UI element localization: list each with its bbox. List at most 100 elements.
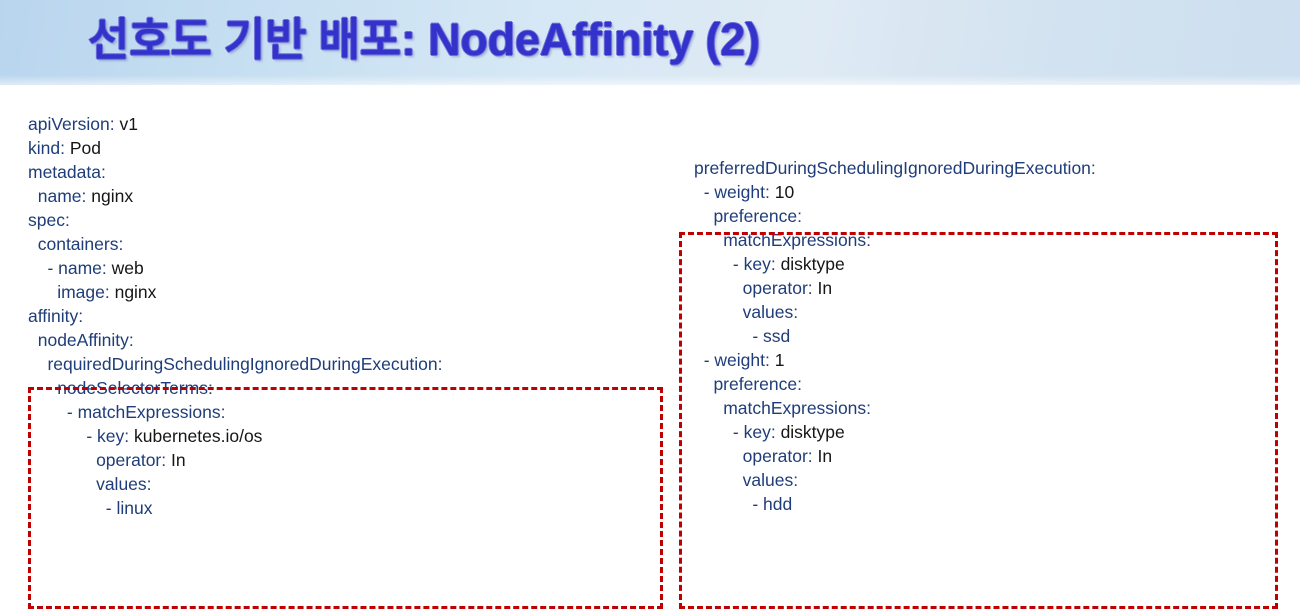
yaml-key: - key: bbox=[732, 254, 776, 274]
code-line: requiredDuringSchedulingIgnoredDuringExe… bbox=[28, 352, 442, 376]
code-indent bbox=[694, 254, 733, 274]
yaml-value: In bbox=[166, 450, 186, 470]
code-line: nodeAffinity: bbox=[28, 328, 442, 352]
yaml-key: - key: bbox=[86, 426, 130, 446]
code-indent bbox=[28, 474, 96, 494]
yaml-value: disktype bbox=[775, 254, 845, 274]
yaml-key: operator: bbox=[96, 450, 167, 470]
code-line: - name: web bbox=[28, 256, 442, 280]
code-line: matchExpressions: bbox=[694, 396, 1096, 420]
yaml-key: kind: bbox=[28, 138, 65, 158]
yaml-key: preferredDuringSchedulingIgnoredDuringEx… bbox=[694, 158, 1096, 178]
code-indent bbox=[28, 330, 38, 350]
code-indent bbox=[694, 230, 723, 250]
code-line: operator: In bbox=[694, 276, 1096, 300]
code-line: preferredDuringSchedulingIgnoredDuringEx… bbox=[694, 156, 1096, 180]
code-line: values: bbox=[28, 472, 442, 496]
code-line: operator: In bbox=[694, 444, 1096, 468]
code-line: name: nginx bbox=[28, 184, 442, 208]
code-line: metadata: bbox=[28, 160, 442, 184]
code-indent bbox=[28, 426, 86, 446]
code-indent bbox=[694, 422, 733, 442]
code-line: - matchExpressions: bbox=[28, 400, 442, 424]
code-line: - key: disktype bbox=[694, 420, 1096, 444]
code-line: - weight: 1 bbox=[694, 348, 1096, 372]
code-indent bbox=[694, 374, 713, 394]
yaml-key: - ssd bbox=[752, 326, 791, 346]
yaml-key: nodeAffinity: bbox=[37, 330, 134, 350]
code-line: spec: bbox=[28, 208, 442, 232]
yaml-key: containers: bbox=[37, 234, 124, 254]
code-line: - linux bbox=[28, 496, 442, 520]
code-line: preference: bbox=[694, 372, 1096, 396]
yaml-key: preference: bbox=[713, 206, 802, 226]
yaml-key: - hdd bbox=[752, 494, 793, 514]
yaml-key: apiVersion: bbox=[28, 114, 115, 134]
yaml-key: values: bbox=[742, 470, 799, 490]
code-line: - hdd bbox=[694, 492, 1096, 516]
yaml-key: metadata: bbox=[28, 162, 106, 182]
code-line: preference: bbox=[694, 204, 1096, 228]
yaml-key: - matchExpressions: bbox=[66, 402, 226, 422]
yaml-key: operator: bbox=[742, 446, 813, 466]
code-line: apiVersion: v1 bbox=[28, 112, 442, 136]
code-indent bbox=[28, 378, 57, 398]
yaml-key: image: bbox=[57, 282, 110, 302]
code-line: matchExpressions: bbox=[694, 228, 1096, 252]
code-indent bbox=[28, 186, 38, 206]
yaml-value: web bbox=[106, 258, 144, 278]
code-indent bbox=[28, 354, 47, 374]
code-indent bbox=[694, 494, 752, 514]
yaml-value: In bbox=[812, 446, 833, 466]
code-indent bbox=[694, 398, 723, 418]
code-line: operator: In bbox=[28, 448, 442, 472]
slide-header-band: 선호도 기반 배포: NodeAffinity (2) bbox=[0, 0, 1300, 85]
yaml-key: requiredDuringSchedulingIgnoredDuringExe… bbox=[47, 354, 443, 374]
yaml-key: - weight: bbox=[703, 350, 770, 370]
preferred-affinity-code-block: preferredDuringSchedulingIgnoredDuringEx… bbox=[694, 156, 1096, 516]
yaml-key: - key: bbox=[732, 422, 776, 442]
code-line: - weight: 10 bbox=[694, 180, 1096, 204]
yaml-key: values: bbox=[96, 474, 152, 494]
yaml-key: - name: bbox=[47, 258, 107, 278]
code-indent bbox=[694, 350, 704, 370]
code-indent bbox=[28, 450, 96, 470]
code-indent bbox=[28, 234, 38, 254]
yaml-value: 10 bbox=[769, 182, 795, 202]
code-line: nodeSelectorTerms: bbox=[28, 376, 442, 400]
yaml-value: nginx bbox=[109, 282, 157, 302]
yaml-key: preference: bbox=[713, 374, 802, 394]
yaml-key: nodeSelectorTerms: bbox=[57, 378, 213, 398]
yaml-value: kubernetes.io/os bbox=[129, 426, 263, 446]
code-indent bbox=[694, 302, 743, 322]
yaml-value: In bbox=[812, 278, 833, 298]
yaml-key: operator: bbox=[742, 278, 813, 298]
yaml-key: matchExpressions: bbox=[723, 230, 872, 250]
page-title: 선호도 기반 배포: NodeAffinity (2) bbox=[88, 14, 760, 65]
yaml-value: v1 bbox=[114, 114, 138, 134]
code-indent bbox=[694, 206, 713, 226]
code-line: image: nginx bbox=[28, 280, 442, 304]
code-indent bbox=[694, 182, 704, 202]
code-indent bbox=[28, 402, 67, 422]
code-line: - key: kubernetes.io/os bbox=[28, 424, 442, 448]
code-line: values: bbox=[694, 468, 1096, 492]
yaml-key: - weight: bbox=[703, 182, 770, 202]
yaml-key: values: bbox=[742, 302, 799, 322]
code-line: containers: bbox=[28, 232, 442, 256]
code-line: kind: Pod bbox=[28, 136, 442, 160]
yaml-key: - linux bbox=[105, 498, 153, 518]
code-indent bbox=[28, 498, 106, 518]
yaml-value: nginx bbox=[86, 186, 134, 206]
yaml-key: matchExpressions: bbox=[723, 398, 872, 418]
yaml-value: disktype bbox=[775, 422, 845, 442]
yaml-key: name: bbox=[37, 186, 87, 206]
code-indent bbox=[694, 470, 743, 490]
code-line: affinity: bbox=[28, 304, 442, 328]
code-indent bbox=[694, 278, 743, 298]
code-indent bbox=[28, 258, 47, 278]
yaml-value: Pod bbox=[64, 138, 101, 158]
yaml-key: spec: bbox=[28, 210, 70, 230]
